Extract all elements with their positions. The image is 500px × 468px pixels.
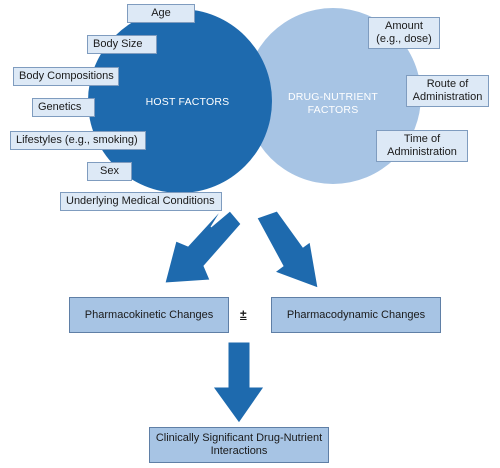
- factor-amount: Amount (e.g., dose): [368, 17, 440, 49]
- drug-nutrient-factors-label: DRUG-NUTRIENT FACTORS: [287, 91, 379, 116]
- clinically-significant-interactions-box: Clinically Significant Drug-Nutrient Int…: [149, 427, 329, 463]
- pharmacokinetic-changes-box: Pharmacokinetic Changes: [69, 297, 229, 333]
- host-factors-label: HOST FACTORS: [145, 96, 230, 108]
- pharmacodynamic-changes-box: Pharmacodynamic Changes: [271, 297, 441, 333]
- factor-sex: Sex: [87, 162, 132, 181]
- left-down-arrow: [164, 208, 242, 284]
- factor-genetics: Genetics: [32, 98, 95, 117]
- center-down-arrow: [212, 341, 265, 424]
- factor-lifestyles: Lifestyles (e.g., smoking): [10, 131, 146, 150]
- factor-underlying-conditions: Underlying Medical Conditions: [60, 192, 222, 211]
- factor-age: Age: [127, 4, 195, 23]
- factor-time: Time of Administration: [376, 130, 468, 162]
- right-down-arrow: [256, 210, 319, 289]
- factor-route: Route of Administration: [406, 75, 489, 107]
- factor-body-compositions: Body Compositions: [13, 67, 119, 86]
- plus-minus-operator: ±: [240, 307, 247, 321]
- factor-body-size: Body Size: [87, 35, 157, 54]
